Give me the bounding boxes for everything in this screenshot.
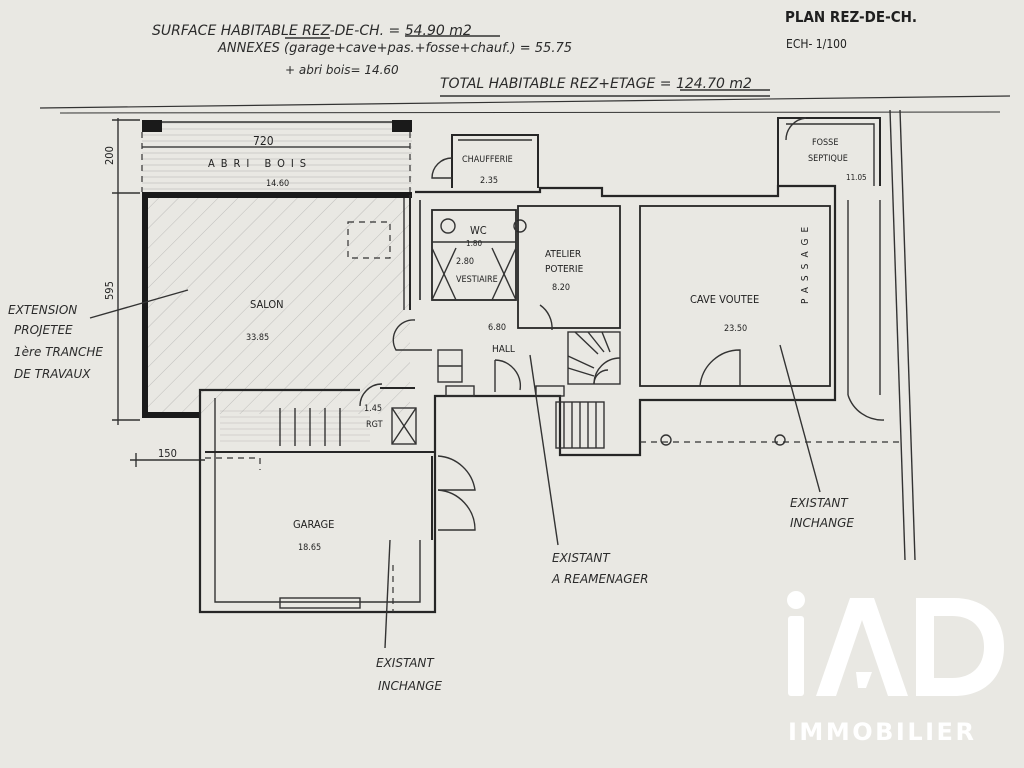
plan-title: PLAN REZ-DE-CH.	[785, 8, 917, 26]
extension-label-2: PROJETEE	[14, 323, 73, 337]
outdoor-steps	[555, 401, 605, 449]
atelier-area: 8.20	[552, 283, 570, 293]
inchange-right-label-1: EXISTANT	[790, 496, 849, 510]
passage-label: PASSAGE	[800, 221, 811, 304]
total-habitable-line: TOTAL HABITABLE REZ+ETAGE = 124.70 m2	[440, 76, 752, 92]
atelier-label-2: POTERIE	[545, 264, 584, 275]
hall-room	[392, 319, 565, 397]
salon-label: SALON	[250, 298, 284, 311]
rgt-storage	[220, 383, 417, 446]
extension-label-4: DE TRAVAUX	[14, 367, 91, 381]
leader-line	[89, 289, 189, 319]
chaufferie-label: CHAUFFERIE	[462, 155, 513, 165]
chaufferie-room	[431, 134, 539, 188]
rgt-area: 1.45	[364, 404, 382, 414]
plan-scale: ECH- 1/100	[786, 37, 847, 51]
abri-bois-area: 14.60	[266, 179, 289, 189]
vestiaire-label: VESTIAIRE	[456, 275, 498, 285]
garage-label: GARAGE	[293, 518, 334, 531]
passage-corridor	[847, 109, 916, 561]
fosse-area: 11.05	[846, 173, 867, 182]
reamenager-label-2: A REAMENAGER	[551, 572, 649, 586]
leader-line	[779, 344, 821, 493]
iad-immobilier-logo: IMMOBILIER	[786, 590, 1016, 760]
fosse-septique-room	[777, 117, 881, 186]
leader-line	[384, 539, 391, 649]
iad-logo-text: IMMOBILIER	[788, 718, 977, 746]
cave-area: 23.50	[724, 324, 747, 334]
reamenager-label-1: EXISTANT	[552, 551, 611, 565]
boundary-line	[39, 95, 1011, 109]
annexes-line: ANNEXES (garage+cave+pas.+fosse+chauf.) …	[217, 41, 572, 56]
chaufferie-area: 2.35	[480, 176, 498, 186]
abri-bois-label: ABRI BOIS	[208, 157, 312, 170]
atelier-poterie-room	[517, 205, 621, 331]
cave-voutee-room	[639, 205, 831, 387]
dimension-200: 200	[103, 146, 116, 165]
atelier-label: ATELIER	[545, 249, 581, 260]
salon-room	[142, 192, 412, 418]
rgt-label: RGT	[366, 420, 383, 430]
fosse-label: FOSSE	[812, 138, 838, 148]
hall-area: 6.80	[488, 323, 506, 333]
cave-label: CAVE VOUTEE	[690, 293, 759, 306]
fosse-label-2: SEPTIQUE	[808, 154, 848, 164]
abri-bois-line: + abri bois= 14.60	[285, 63, 399, 77]
hall-label: HALL	[492, 344, 515, 355]
inchange-bottom-label-2: INCHANGE	[378, 679, 442, 693]
leader-line	[529, 354, 559, 546]
wc-vestiaire-block	[431, 209, 527, 301]
dimension-595: 595	[103, 281, 116, 300]
iad-logo-mark	[787, 591, 1004, 696]
garage-room	[205, 451, 476, 612]
inchange-right-label-2: INCHANGE	[790, 516, 854, 530]
salon-area: 33.85	[246, 333, 269, 343]
dimension-150: 150	[158, 447, 177, 460]
vestiaire-area: 2.80	[456, 257, 474, 267]
existing-building	[198, 184, 837, 614]
boundary-line	[59, 111, 1001, 114]
wc-area: 1.80	[466, 239, 482, 248]
extension-label-3: 1ère TRANCHE	[14, 345, 103, 359]
hall-staircase	[567, 331, 621, 385]
inchange-bottom-label-1: EXISTANT	[376, 656, 435, 670]
garage-area: 18.65	[298, 543, 321, 553]
abri-bois-room	[141, 120, 412, 192]
wc-label: WC	[470, 224, 487, 237]
extension-label-1: EXTENSION	[8, 303, 77, 317]
surface-habitable-line: SURFACE HABITABLE REZ-DE-CH. = 54.90 m2	[152, 23, 472, 39]
